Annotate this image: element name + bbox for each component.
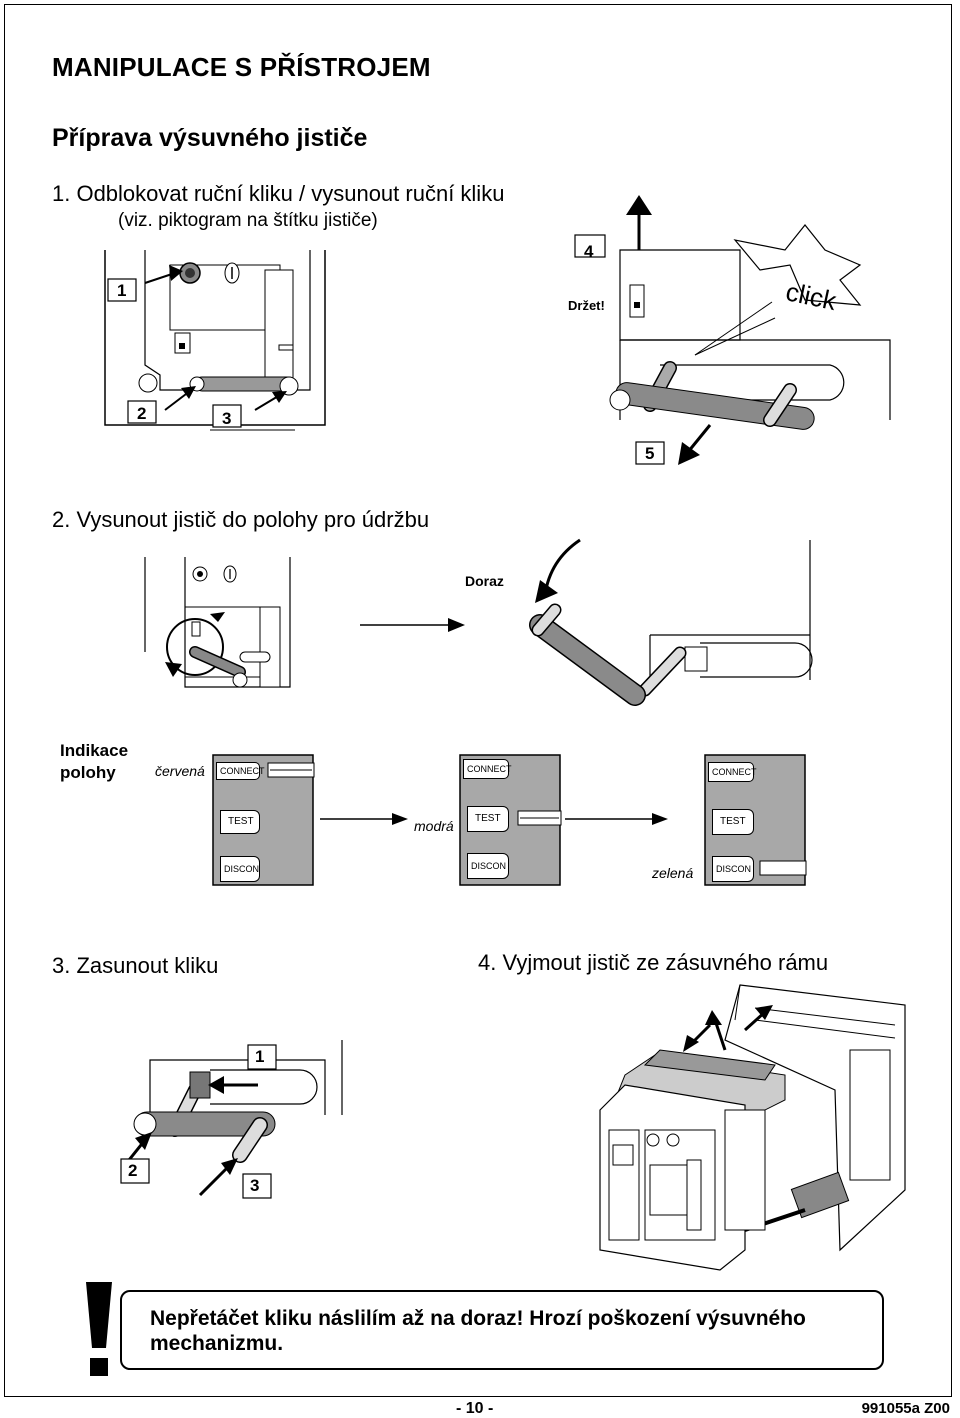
tag-connect-1: CONNECT: [216, 762, 265, 780]
page-frame: [4, 4, 952, 1397]
warning-box: Nepřetáčet kliku náslilím až na doraz! H…: [120, 1290, 884, 1370]
indicator-title-1: Indikace: [60, 741, 129, 760]
tag-discon-1: DISCON: [220, 856, 260, 882]
tag-test-3: TEST: [712, 809, 754, 835]
step3-callout-1: 1: [255, 1047, 265, 1066]
document-number: 991055a Z00: [861, 1400, 950, 1417]
page-number: - 10 -: [456, 1400, 494, 1417]
step4-breaker-removal-illustration: [599, 984, 906, 1271]
tag-connect-3: CONNECT: [708, 762, 757, 782]
tag-connect-2: CONNECT: [463, 759, 512, 779]
tag-discon-2: DISCON: [467, 853, 509, 879]
tag-discon-3: DISCON: [712, 856, 754, 882]
tag-test-1: TEST: [220, 810, 260, 834]
step1-handle-illustration: click: [574, 195, 891, 465]
step3-callout-2: 2: [128, 1161, 138, 1180]
stop-label: Doraz: [465, 573, 504, 589]
step-4-title: 4. Vyjmout jistič ze zásuvného rámu: [478, 950, 829, 975]
color-blue-label: modrá: [414, 818, 454, 834]
step1-breaker-illustration: [104, 250, 326, 431]
indicator-arrow-1: [320, 813, 408, 825]
step2-breaker-illustration: [144, 557, 291, 688]
step3-callout-3: 3: [250, 1176, 260, 1195]
indicator-arrow-2: [565, 813, 668, 825]
step-3-title: 3. Zasunout kliku: [52, 953, 219, 978]
hold-label: Držet!: [568, 298, 605, 313]
callout-3: 3: [222, 409, 232, 428]
step-1-title: 1. Odblokovat ruční kliku / vysunout ruč…: [52, 181, 505, 206]
callout-1: 1: [117, 281, 127, 300]
callout-5: 5: [645, 444, 655, 463]
step-2-title: 2. Vysunout jistič do polohy pro údržbu: [52, 507, 430, 532]
color-red-label: červená: [155, 763, 205, 779]
warning-text: Nepřetáčet kliku náslilím až na doraz! H…: [150, 1307, 806, 1355]
callout-4: 4: [584, 242, 594, 261]
indicator-title-2: polohy: [60, 763, 116, 782]
callout-boxes-step3: [247, 1044, 277, 1070]
step-1-note: (viz. piktogram na štítku jističe): [118, 210, 378, 231]
transition-arrow: [360, 618, 465, 632]
page-title: MANIPULACE S PŘÍSTROJEM: [52, 52, 431, 82]
color-green-label: zelená: [652, 865, 694, 881]
step2-handle-illustration: [529, 538, 813, 706]
callout-2: 2: [137, 404, 147, 423]
section-title: Příprava výsuvného jističe: [52, 124, 368, 152]
warning-exclamation-icon: [86, 1282, 112, 1376]
callout-box-step3-3: [242, 1173, 272, 1199]
tag-test-2: TEST: [467, 806, 509, 832]
callout-box-step3-2: [120, 1158, 150, 1184]
